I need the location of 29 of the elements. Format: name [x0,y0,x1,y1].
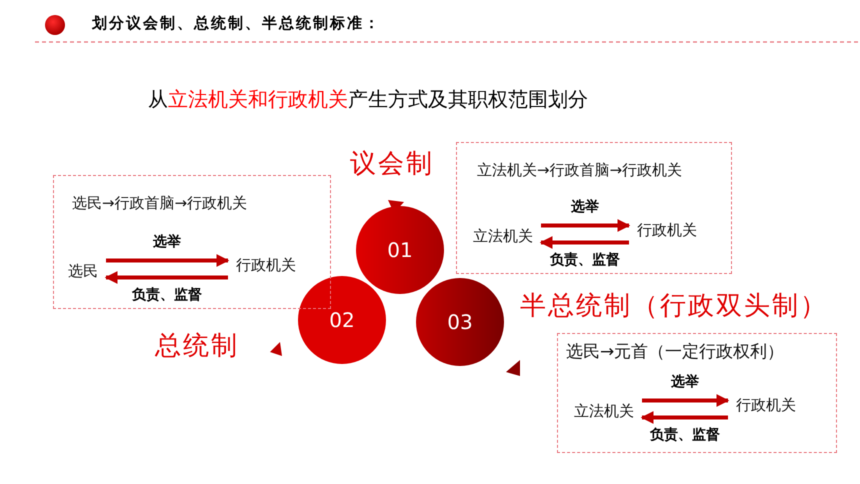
node-text: 立法机关 [574,402,634,421]
edge-label: 负责、监督 [130,286,204,304]
slide-title: 划分议会制、总统制、半总统制标准： [92,14,381,33]
node-text: 选民 [68,262,98,281]
node-text: 行政机关 [736,396,796,415]
arrow [540,236,629,249]
edge-label: 选举 [151,232,183,250]
edge-label: 选举 [569,198,601,216]
flow-text: 选民→行政首脑→行政机关 [72,194,248,213]
arrow [106,254,230,267]
flow-text: 选民→元首（一定行政权利） [566,341,784,363]
node-text: 行政机关 [236,256,296,275]
arrow [642,394,730,407]
numbered-circle: 03 [416,278,504,366]
node-text: 立法机关 [473,227,533,246]
arrow [541,219,630,232]
edge-label: 负责、监督 [648,426,722,444]
arrow [640,411,728,424]
heading: 议会制 [350,148,434,181]
heading: 半总统制（行政双头制） [520,290,828,323]
edge-label: 选举 [669,372,701,390]
numbered-circle: 02 [298,276,386,364]
flow-text: 立法机关→行政首脑→行政机关 [477,161,682,180]
heading: 总统制 [155,330,239,363]
numbered-circle: 01 [356,206,444,294]
arrow [104,271,228,284]
subtitle: 从立法机关和行政机关产生方式及其职权范围划分 [148,86,588,113]
edge-label: 负责、监督 [548,250,622,268]
node-text: 行政机关 [637,221,697,240]
